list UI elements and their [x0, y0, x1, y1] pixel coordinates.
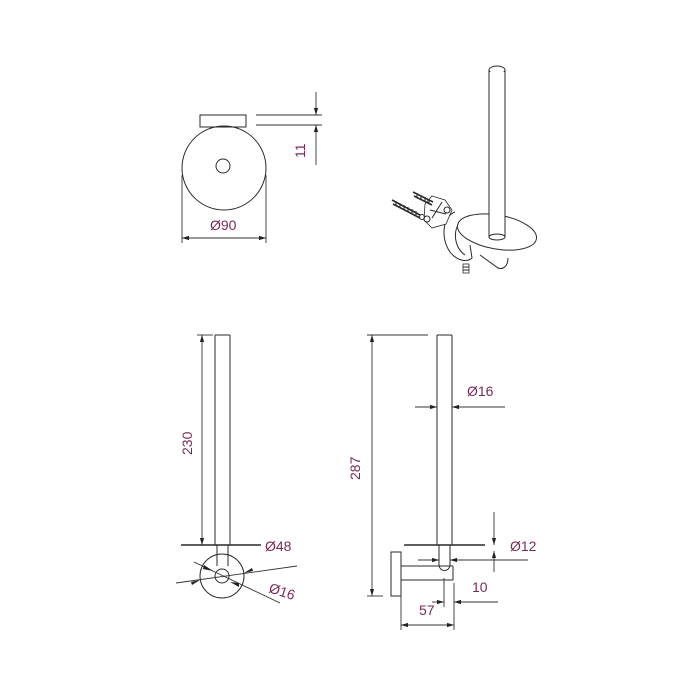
iso-wall-plug-right [412, 191, 434, 206]
side-view: 287 Ø16 Ø12 10 57 [347, 334, 537, 630]
diameter-16-label-front: Ø16 [267, 580, 297, 603]
disc-circle [181, 125, 267, 211]
height-287-label: 287 [347, 456, 363, 480]
iso-wall-plug-left [391, 199, 425, 220]
bracket-rect [199, 114, 247, 128]
thickness-11-label: 11 [292, 143, 308, 158]
offset-10-label: 10 [472, 579, 488, 595]
front-rosette-circle [199, 553, 245, 599]
isometric-view [391, 65, 538, 274]
diameter-12-label: Ø12 [510, 538, 537, 554]
iso-stem [479, 254, 509, 269]
side-stem [438, 545, 451, 571]
rod-section-circle [215, 158, 231, 174]
diameter-48-label: Ø48 [265, 538, 292, 554]
diameter-90-label: Ø90 [210, 217, 237, 233]
side-rosette [390, 551, 402, 597]
top-view: Ø90 11 [181, 92, 322, 243]
depth-57-label: 57 [419, 602, 435, 618]
diameter-16-label-side: Ø16 [467, 383, 494, 399]
diameter-16-leader-a [175, 565, 298, 584]
height-230-label: 230 [179, 431, 195, 455]
front-view: 230 Ø48 Ø16 [175, 334, 298, 604]
iso-grub-screw [462, 263, 470, 274]
